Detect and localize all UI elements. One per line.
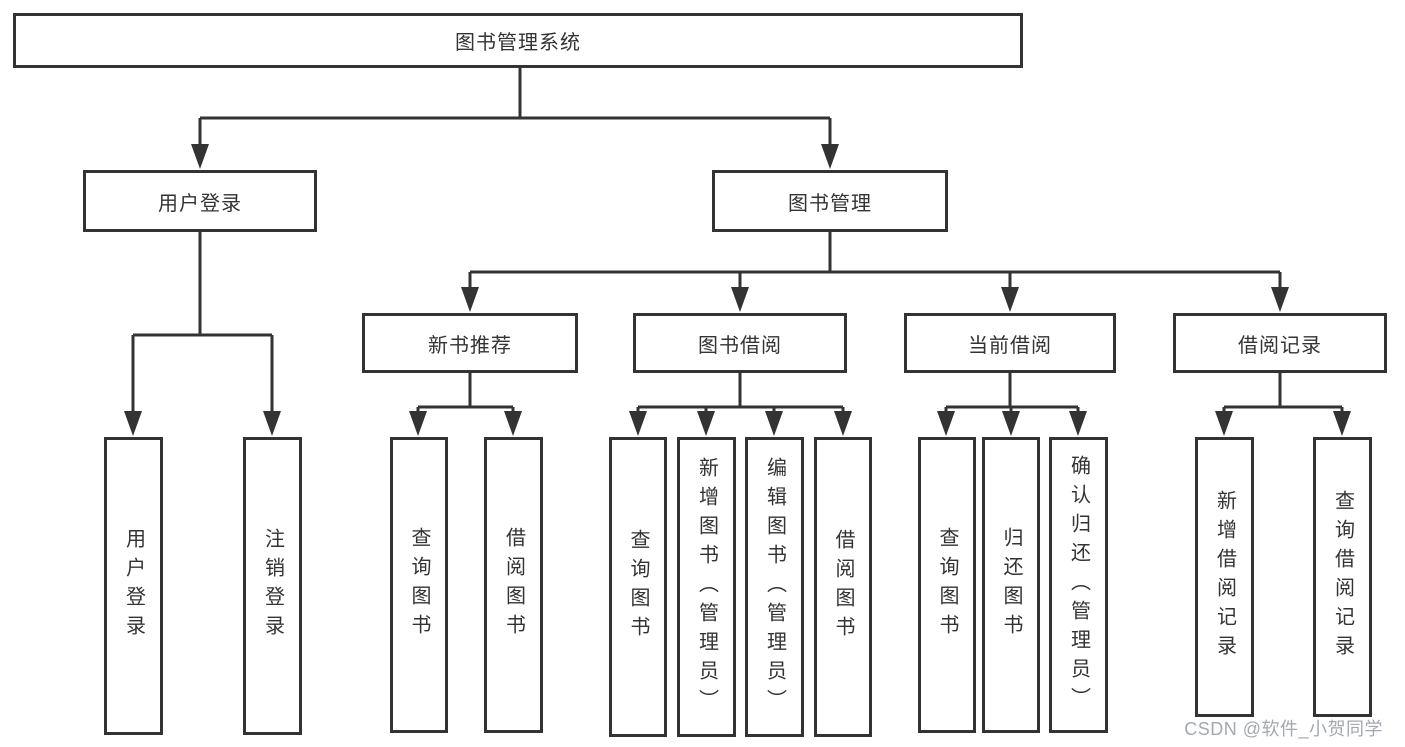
leaf-records-add-record: 新增借阅记录	[1195, 437, 1254, 717]
arrow-icon	[1002, 411, 1020, 436]
leaf-current-confirm-return-admin: 确认归还（管理员）	[1049, 437, 1108, 733]
leaf-records-query-record: 查询借阅记录	[1313, 437, 1372, 717]
node-label: 当前借阅	[968, 334, 1052, 357]
arrow-icon	[1001, 287, 1019, 312]
node-label: 注销登录	[261, 528, 284, 644]
leaf-current-return-books: 归还图书	[982, 437, 1040, 733]
leaf-logout: 注销登录	[243, 437, 302, 735]
arrow-icon	[409, 411, 427, 436]
node-label: 查询图书	[408, 527, 430, 643]
leaf-borrow-query-books: 查询图书	[609, 437, 667, 737]
arrow-icon	[1069, 411, 1087, 436]
node-label: 确认归还（管理员）	[1067, 454, 1090, 716]
node-label: 新增借阅记录	[1213, 490, 1236, 664]
arrow-icon	[504, 411, 522, 436]
arrow-icon	[821, 144, 839, 169]
node-book-management: 图书管理	[712, 170, 948, 232]
node-label: 借阅记录	[1238, 334, 1322, 357]
node-label: 图书管理	[788, 192, 872, 215]
arrow-icon	[731, 287, 749, 312]
arrow-icon	[629, 411, 647, 436]
leaf-user-login: 用户登录	[104, 437, 163, 735]
leaf-newbook-query-books: 查询图书	[390, 437, 448, 733]
node-label: 借阅图书	[502, 527, 525, 643]
node-borrowing-records: 借阅记录	[1173, 313, 1387, 373]
node-label: 编辑图书（管理员）	[763, 456, 786, 718]
node-label: 归还图书	[1000, 527, 1022, 643]
leaf-newbook-borrow-books: 借阅图书	[484, 437, 543, 733]
node-label: 借阅图书	[832, 529, 854, 645]
arrow-icon	[765, 411, 783, 436]
node-label: 查询图书	[627, 529, 649, 645]
arrow-icon	[124, 411, 142, 436]
arrow-icon	[191, 144, 209, 169]
arrow-icon	[697, 411, 715, 436]
arrow-icon	[1271, 287, 1289, 312]
node-library-system: 图书管理系统	[13, 13, 1023, 68]
arrow-icon	[834, 411, 852, 436]
leaf-current-query-books: 查询图书	[918, 437, 976, 733]
node-label: 图书借阅	[698, 334, 782, 357]
node-new-book-recommendation: 新书推荐	[362, 313, 578, 373]
node-label: 查询借阅记录	[1331, 490, 1354, 664]
node-label: 查询图书	[936, 527, 958, 643]
arrow-icon	[263, 411, 281, 436]
node-label: 新书推荐	[428, 334, 512, 357]
arrow-icon	[1333, 411, 1351, 436]
node-label: 用户登录	[122, 528, 145, 644]
node-label: 图书管理系统	[455, 32, 581, 54]
node-current-borrowing: 当前借阅	[904, 313, 1116, 373]
node-label: 用户登录	[158, 192, 242, 215]
csdn-watermark: CSDN @软件_小贺同学	[1184, 719, 1383, 739]
node-book-borrowing: 图书借阅	[633, 313, 847, 373]
arrow-icon	[1215, 411, 1233, 436]
arrow-icon	[937, 411, 955, 436]
leaf-borrow-add-book-admin: 新增图书（管理员）	[677, 437, 736, 737]
leaf-borrow-borrow-books: 借阅图书	[814, 437, 872, 737]
leaf-borrow-edit-book-admin: 编辑图书（管理员）	[745, 437, 804, 737]
arrow-icon	[461, 287, 479, 312]
node-label: 新增图书（管理员）	[695, 456, 718, 718]
node-user-login: 用户登录	[83, 170, 317, 232]
arrowheads	[124, 144, 1351, 436]
